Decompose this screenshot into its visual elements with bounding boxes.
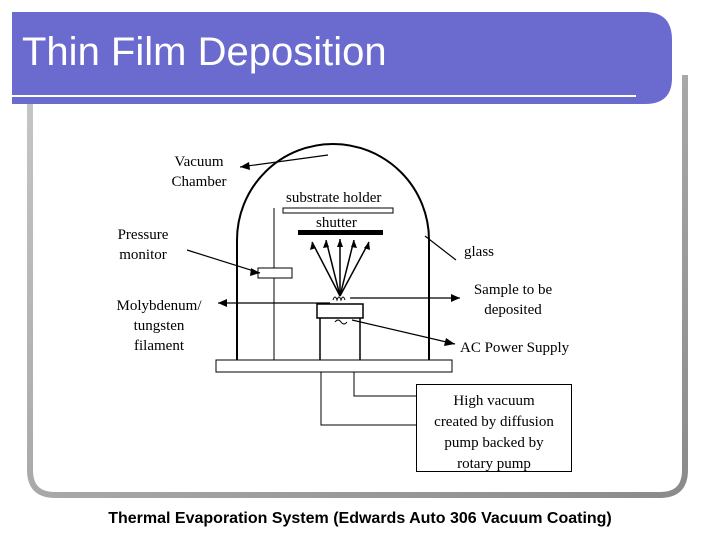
- label-vacuum-chamber: Vacuum Chamber: [171, 154, 227, 190]
- pump-pipe: [320, 372, 416, 426]
- label-shutter: shutter: [316, 215, 357, 231]
- substrate-holder: [282, 207, 394, 214]
- label-glass: glass: [464, 244, 494, 260]
- filament-boat: [316, 303, 364, 319]
- title-bar: [12, 12, 672, 104]
- label-pointers: [186, 154, 460, 345]
- pressure-gauge-head: [257, 267, 293, 279]
- vacuum-chamber-bell-jar: [236, 143, 430, 360]
- evaporation-source-coil: [332, 296, 346, 302]
- label-high-vacuum: High vacuum created by diffusion pump ba…: [434, 393, 554, 472]
- ac-symbol: [334, 319, 348, 325]
- frame-border: [27, 60, 688, 498]
- label-ac-power-supply: AC Power Supply: [460, 340, 570, 356]
- vapor-arrowheads: [310, 239, 370, 250]
- label-substrate-holder: substrate holder: [286, 190, 382, 206]
- label-sample: Sample to be deposited: [473, 282, 553, 318]
- page-title: Thin Film Deposition: [22, 30, 387, 74]
- figure-caption: Thermal Evaporation System (Edwards Auto…: [108, 510, 612, 527]
- label-filament: Molybdenum/ tungsten filament: [116, 298, 202, 354]
- high-vacuum-box: High vacuum created by diffusion pump ba…: [416, 384, 572, 472]
- label-arrowheads: [218, 162, 460, 346]
- label-pressure-monitor: Pressure monitor: [117, 227, 169, 263]
- shutter-plate: [298, 230, 383, 235]
- base-plate: [215, 359, 453, 373]
- vapor-arrows: [311, 239, 370, 297]
